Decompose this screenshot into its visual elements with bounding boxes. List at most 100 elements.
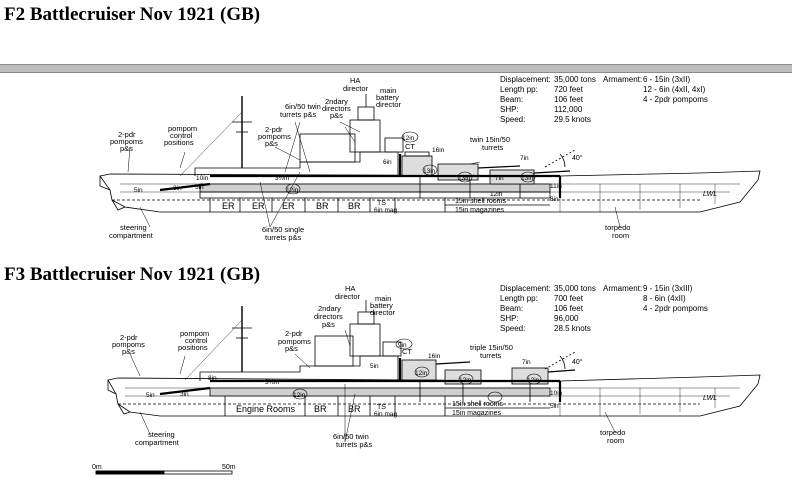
f3-title: F3 Battlecruiser Nov 1921 (GB)	[4, 264, 261, 285]
f2-armour-13a: 13in	[423, 168, 436, 175]
f2-main-turrets2: turrets	[482, 143, 504, 152]
f3-pompoms-label: 2-pdr	[120, 333, 138, 342]
f3-lwl: LWL	[703, 395, 717, 402]
f2-torpedo-room: room	[612, 231, 629, 240]
f2-armament: Armament:6 - 15in (3xII)12 - 6in (4xII, …	[603, 75, 708, 104]
f2-elevation: 40°	[572, 154, 583, 162]
f3-armour-3: 3in	[180, 391, 189, 398]
f2-directors-label: directors	[322, 104, 351, 113]
f2-armour-8: 8in	[550, 196, 559, 203]
f3-engine-rooms: Engine Rooms	[236, 404, 296, 414]
f3-steering: steering	[148, 430, 175, 439]
f3-elevation: 40°	[572, 358, 583, 366]
f2-pompom-ps: p&s	[265, 139, 278, 148]
f2-specs: Displacement:35,000 tons Length pp:720 f…	[500, 75, 596, 124]
f2-armour-13c: 13in	[521, 175, 534, 182]
f2-pompom-label2: pompoms	[258, 132, 291, 141]
f3-pompom-label2: pompoms	[278, 337, 311, 346]
f3-armour-12b: 12in	[459, 377, 472, 384]
f2-lwl: LWL	[703, 191, 717, 198]
f3-armour-12c: 12in	[527, 377, 540, 384]
f2-6in-mag: 6in mag	[374, 207, 398, 214]
f3-armour-9: 9in	[398, 342, 407, 349]
f3-armour-12d: 12in	[293, 392, 306, 399]
f2-armour-11: 11in	[550, 183, 562, 190]
f3-pompom-label: 2-pdr	[285, 329, 303, 338]
f3-ct: CT	[402, 347, 412, 356]
f3-pompoms-ps: p&s	[122, 347, 135, 356]
f2-ha-director: director	[343, 84, 369, 93]
f2-pompom-label: 2-pdr	[265, 125, 283, 134]
f2-control-label: pompom	[168, 124, 197, 133]
f3-torpedo-room: room	[607, 436, 624, 445]
f3-armour-8: 8in	[208, 375, 217, 382]
f2-br-2: BR	[348, 201, 361, 211]
f3-pompoms-label2: pompoms	[112, 340, 145, 349]
scale-fifty: 50m	[222, 464, 236, 471]
f3-control-label3: positions	[178, 343, 208, 352]
f3-torpedo: torpedo	[600, 428, 625, 437]
f3-armour-5a: 5in	[370, 363, 379, 370]
f3-pompom-ps: p&s	[285, 344, 298, 353]
f3-control-label: pompom	[180, 329, 209, 338]
f3-armour-35: 3½in	[265, 378, 279, 386]
f2-armour-7b: 7in	[495, 175, 504, 182]
f3-main-turrets2: turrets	[480, 351, 502, 360]
f3-ts: TS	[377, 404, 386, 411]
f3-ha-director: director	[335, 292, 361, 301]
f2-armour-5: 5in	[134, 187, 143, 194]
f2-magazines: 15in magazines	[455, 207, 505, 214]
scale-zero: 0m	[92, 464, 102, 471]
f3-twin-turrets: 6in/50 twin	[333, 432, 369, 441]
f2-er-3: ER	[282, 201, 295, 211]
f2-armour-16: 16in	[432, 147, 445, 154]
f2-ct: CT	[405, 142, 415, 151]
f3-armour-7: 7in	[522, 359, 531, 366]
f3-armour-10: 10in	[550, 390, 563, 397]
f2-control-label2: control	[170, 131, 193, 140]
f2-armour-12c: 12in	[490, 191, 503, 198]
f2-pompoms-label2: pompoms	[110, 137, 143, 146]
f2-armour-5b: 5in	[195, 184, 204, 191]
f3-main-label: main	[375, 294, 391, 303]
f3-armour-5b: 5in	[550, 403, 559, 410]
f3-directors-label: directors	[314, 312, 343, 321]
f3-ps-label: p&s	[322, 320, 335, 329]
f3-magazines: 15in magazines	[452, 410, 502, 417]
f2-shell-rooms: 15in shell rooms	[455, 198, 506, 205]
f2-armour-12: 12in	[402, 135, 415, 142]
scale-bar: 0m 50m	[92, 464, 236, 475]
f2-single-turrets2: turrets p&s	[265, 233, 302, 242]
f2-torpedo: torpedo	[605, 223, 630, 232]
f2-director-label: director	[376, 100, 402, 109]
f2-steering: steering	[120, 223, 147, 232]
f2-armour-35: 3½in	[275, 174, 289, 182]
f3-twin-turrets2: turrets p&s	[336, 440, 373, 449]
f3-armour-5c: 5in	[146, 392, 155, 399]
f3-battery-label: battery	[370, 301, 393, 310]
f3-armour-16: 16in	[428, 353, 441, 360]
f3-specs: Displacement:35,000 tons Length pp:700 f…	[500, 284, 596, 333]
f3-br-1: BR	[314, 404, 327, 414]
f2-single-turrets: 6in/50 single	[262, 225, 304, 234]
f2-pompoms-label: 2-pdr	[118, 130, 136, 139]
f2-title: F2 Battlecruiser Nov 1921 (GB)	[4, 4, 261, 25]
f2-ha-label: HA	[350, 76, 360, 85]
f3-main-turrets: triple 15in/50	[470, 343, 513, 352]
f2-main-label: main	[380, 86, 396, 95]
f2-pompoms-ps: p&s	[120, 144, 133, 153]
f3-armour-12a: 12in	[415, 370, 428, 377]
f2-er-1: ER	[222, 201, 235, 211]
f2-2ndary-label: 2ndary	[325, 97, 348, 106]
f2-armour-6: 6in	[383, 159, 392, 166]
f3-compartment: compartment	[135, 438, 180, 447]
f2-twin-turrets: turrets p&s	[280, 110, 317, 119]
section-divider	[0, 64, 792, 73]
f3-armament: Armament:9 - 15in (3xIII)8 - 6in (4xII)4…	[603, 284, 708, 313]
f2-armour-10: 10in	[196, 175, 209, 182]
f2-er-2: ER	[252, 201, 265, 211]
f3-shell-rooms: 15in shell rooms	[452, 401, 503, 408]
f2-compartment: compartment	[109, 231, 154, 240]
f2-control-label3: positions	[164, 138, 194, 147]
f2-br-1: BR	[316, 201, 329, 211]
